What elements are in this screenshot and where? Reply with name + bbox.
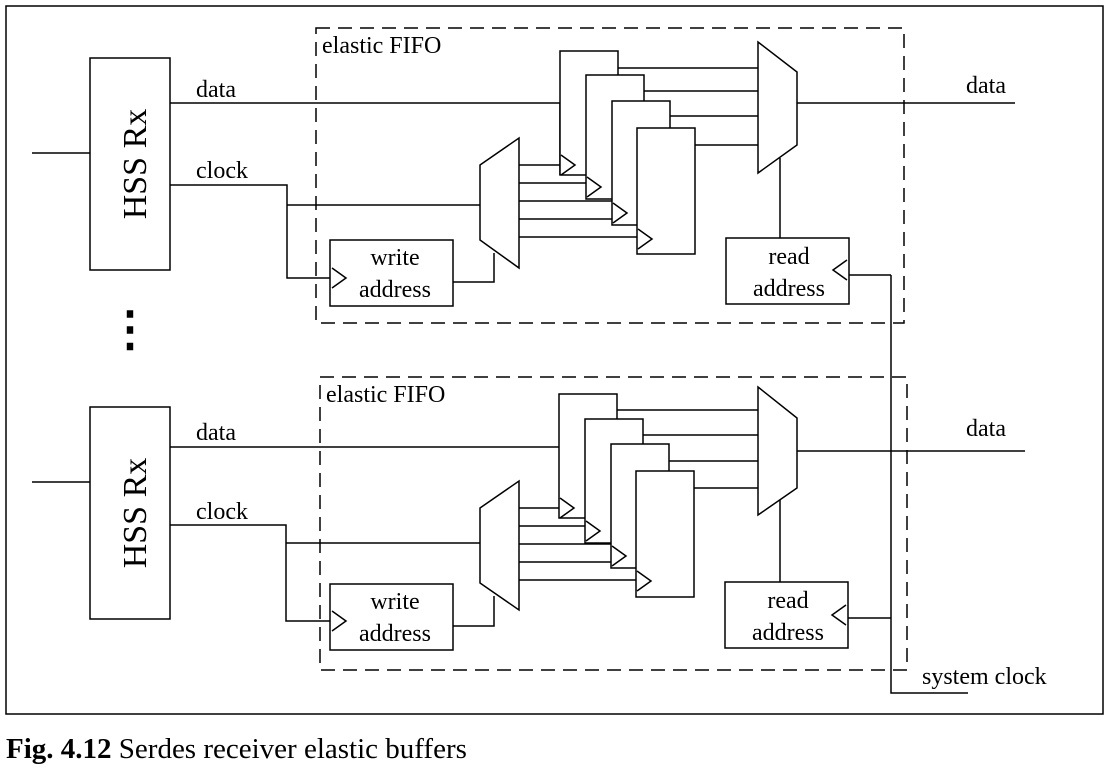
- read-address-label-2: address: [752, 620, 824, 646]
- elastic-fifo-boundary: [315, 27, 905, 324]
- data-input-label: data: [196, 77, 236, 103]
- ellipsis: ⋮: [106, 303, 154, 356]
- write-address-box: [329, 583, 454, 651]
- elastic-fifo-label: elastic FIFO: [326, 382, 445, 408]
- read-address-label-1: read: [767, 588, 808, 614]
- write-address-label-2: address: [359, 621, 431, 647]
- data-output-label: data: [966, 416, 1006, 442]
- clock-wire: [170, 184, 330, 279]
- read-mux: [757, 40, 798, 175]
- write-address-box: [329, 239, 454, 307]
- write-address-label-1: write: [370, 245, 419, 271]
- clock-input-label: clock: [196, 499, 248, 525]
- clock-input-label: clock: [196, 158, 248, 184]
- figure-caption: Fig. 4.12 Serdes receiver elastic buffer…: [6, 733, 467, 766]
- read-address-label-2: address: [753, 276, 825, 302]
- hss-rx-label: HSS Rx: [117, 109, 154, 220]
- write-demux: [479, 136, 520, 270]
- fifo-register-4: [636, 127, 696, 255]
- write-demux: [479, 479, 520, 612]
- data-input-label: data: [196, 420, 236, 446]
- figure-caption-text: Serdes receiver elastic buffers: [118, 733, 467, 765]
- read-address-label-1: read: [768, 244, 809, 270]
- figure-number: Fig. 4.12: [6, 733, 112, 765]
- write-address-label-2: address: [359, 277, 431, 303]
- receiver-channel-2: HSS Rx data clock elastic FIFO write add…: [32, 376, 1025, 671]
- receiver-channel-1: HSS Rx data clock elastic FIFO write add…: [32, 27, 1015, 324]
- elastic-fifo-label: elastic FIFO: [322, 33, 441, 59]
- clock-wire: [170, 524, 330, 622]
- data-output-label: data: [966, 73, 1006, 99]
- read-address-box: [724, 581, 849, 649]
- read-address-box: [725, 237, 850, 305]
- hss-rx-box: [89, 57, 171, 271]
- fifo-register-4: [635, 470, 695, 598]
- elastic-fifo-boundary: [319, 376, 908, 671]
- hss-rx-box: [89, 406, 171, 620]
- read-mux: [757, 385, 798, 517]
- figure-frame: [5, 5, 1104, 715]
- system-clock-wire: [890, 275, 968, 694]
- hss-rx-label: HSS Rx: [117, 458, 154, 569]
- write-address-label-1: write: [370, 589, 419, 615]
- system-clock-label: system clock: [922, 664, 1047, 690]
